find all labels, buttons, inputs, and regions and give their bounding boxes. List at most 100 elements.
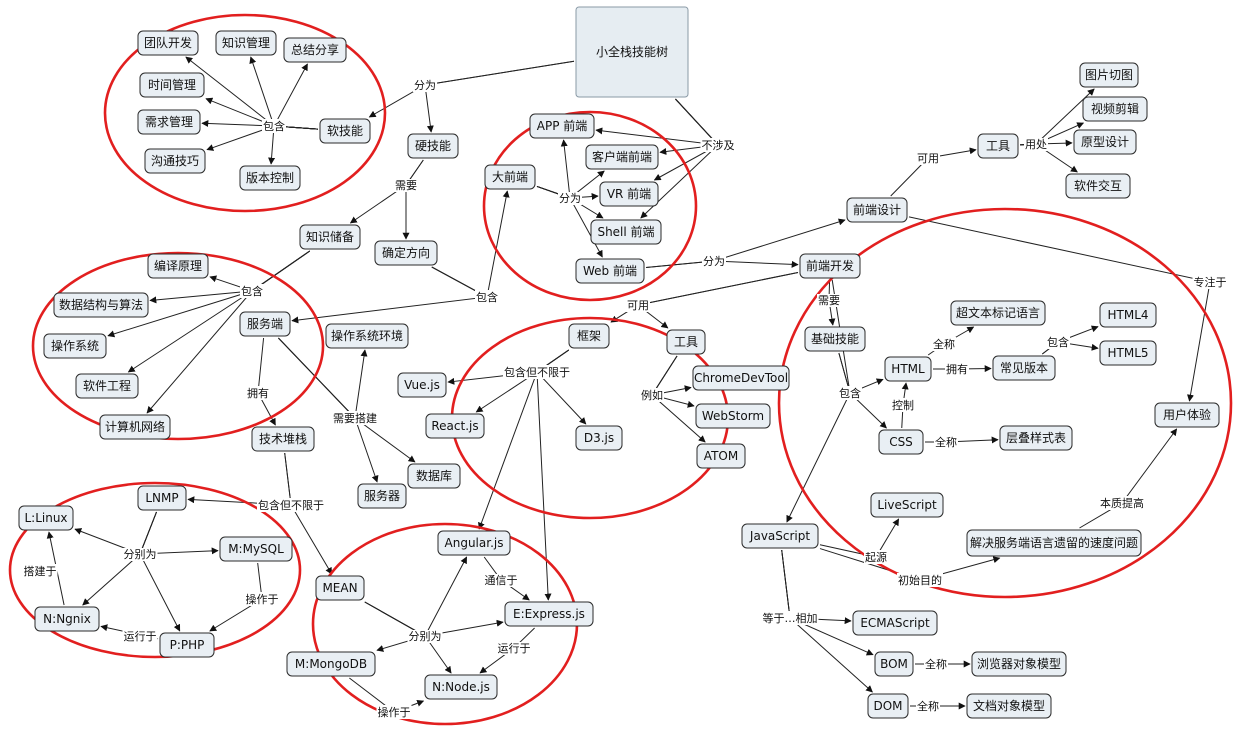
edge-label-text: 包含	[476, 290, 498, 304]
edge-label-text: 包含但不限于	[504, 365, 570, 379]
node-llinux[interactable]: L:Linux	[18, 505, 74, 531]
edge-label-bg	[332, 411, 378, 425]
edge-label-can_use2: 可用	[626, 299, 650, 312]
node-basic-skill[interactable]: 基础技能	[804, 326, 866, 352]
node-speed-problem[interactable]: 解决服务端语言遗留的速度问题	[966, 529, 1142, 557]
node-comm-skill[interactable]: 沟通技巧	[144, 148, 206, 174]
node-hard-skill[interactable]: 硬技能	[407, 133, 459, 159]
node-vr-frontend[interactable]: VR 前端	[599, 181, 659, 207]
node-os[interactable]: 操作系统	[43, 333, 107, 359]
node-html5[interactable]: HTML5	[1099, 340, 1157, 366]
node-label: VR 前端	[607, 186, 651, 201]
node-compiler[interactable]: 编译原理	[147, 253, 209, 279]
node-ecmascript[interactable]: ECMAScript	[852, 610, 938, 636]
node-box	[529, 113, 595, 139]
node-dom-full[interactable]: 文档对象模型	[966, 693, 1052, 719]
node-fe-design[interactable]: 前端设计	[846, 197, 908, 223]
node-database[interactable]: 数据库	[407, 463, 461, 489]
node-lnmp[interactable]: LNMP	[137, 485, 187, 511]
node-box	[283, 37, 347, 63]
edge-label-text: 全称	[917, 699, 939, 713]
node-nngnix[interactable]: N:Ngnix	[34, 606, 100, 632]
node-os-env[interactable]: 操作系统环境	[325, 323, 409, 349]
edge-label-bg	[475, 290, 499, 304]
edge-label-bg	[22, 564, 58, 578]
node-mongodb[interactable]: M:MongoDB	[286, 651, 376, 677]
node-pphp[interactable]: P:PHP	[159, 632, 215, 658]
edge-label-full_name2: 全称	[934, 435, 958, 449]
node-framework[interactable]: 框架	[568, 323, 610, 349]
node-hypertext[interactable]: 超文本标记语言	[950, 300, 1046, 326]
node-img-cut[interactable]: 图片切图	[1079, 62, 1139, 88]
node-server[interactable]: 服务器	[357, 483, 407, 509]
node-knowledge-mgmt[interactable]: 知识管理	[215, 30, 277, 56]
edge-label-bg	[934, 435, 958, 449]
node-webstorm[interactable]: WebStorm	[695, 403, 771, 429]
node-box	[34, 606, 100, 632]
node-cascading[interactable]: 层叠样式表	[999, 425, 1073, 451]
node-knowledge-reserve[interactable]: 知识储备	[299, 224, 361, 250]
edge-label-bg	[817, 294, 841, 307]
node-prototype[interactable]: 原型设计	[1073, 129, 1137, 155]
node-server-side[interactable]: 服务端	[239, 311, 291, 337]
node-mean[interactable]: MEAN	[315, 575, 365, 601]
node-req-mgmt[interactable]: 需求管理	[137, 109, 201, 135]
node-versions[interactable]: 常见版本	[992, 355, 1056, 381]
edge-label-split2: 分为	[558, 192, 582, 205]
node-sw-interact[interactable]: 软件交互	[1065, 173, 1131, 199]
node-angularjs[interactable]: Angular.js	[437, 530, 511, 556]
node-label: 知识储备	[306, 229, 354, 244]
node-time-mgmt[interactable]: 时间管理	[139, 72, 205, 98]
node-version-ctrl[interactable]: 版本控制	[239, 165, 301, 191]
edge-label-text: 分别为	[124, 548, 157, 561]
node-ds-algo[interactable]: 数据结构与算法	[53, 292, 149, 318]
node-ux[interactable]: 用户体验	[1154, 402, 1220, 428]
node-box	[804, 326, 866, 352]
node-atom[interactable]: ATOM	[696, 443, 746, 469]
node-css[interactable]: CSS	[878, 429, 924, 455]
node-big-frontend[interactable]: 大前端	[484, 164, 536, 190]
node-team-dev[interactable]: 团队开发	[137, 30, 199, 56]
node-box	[137, 485, 187, 511]
node-root[interactable]: 小全栈技能树	[575, 6, 689, 98]
edge-label-bg	[1024, 138, 1048, 151]
node-nodejs[interactable]: N:Node.js	[424, 674, 498, 700]
node-javascript[interactable]: JavaScript	[741, 523, 819, 549]
node-label: 超文本标记语言	[956, 305, 1040, 320]
node-html4[interactable]: HTML4	[1099, 302, 1157, 328]
node-html[interactable]: HTML	[884, 356, 932, 382]
node-label: 确定方向	[382, 245, 430, 260]
node-label: 用户体验	[1163, 407, 1211, 422]
edge-server_side-to-tech_stack	[257, 337, 276, 426]
node-shell-frontend[interactable]: Shell 前端	[590, 219, 662, 245]
node-box	[357, 483, 407, 509]
node-tools2[interactable]: 工具	[666, 329, 706, 355]
node-web-frontend[interactable]: Web 前端	[575, 258, 645, 284]
node-d3js[interactable]: D3.js	[575, 425, 623, 451]
node-bom[interactable]: BOM	[874, 651, 914, 677]
node-mmysql[interactable]: M:MySQL	[219, 536, 293, 562]
node-networks[interactable]: 计算机网络	[99, 414, 171, 440]
node-bom-full[interactable]: 浏览器对象模型	[971, 651, 1067, 677]
node-label: 文档对象模型	[973, 698, 1045, 713]
node-sw-eng[interactable]: 软件工程	[75, 373, 139, 399]
node-tech-stack[interactable]: 技术堆栈	[251, 426, 315, 452]
node-reactjs[interactable]: React.js	[425, 413, 485, 439]
node-tools[interactable]: 工具	[977, 133, 1019, 159]
node-direction[interactable]: 确定方向	[374, 240, 438, 266]
edge-label-bg	[483, 574, 519, 587]
node-vuejs[interactable]: Vue.js	[397, 372, 447, 398]
node-dom[interactable]: DOM	[867, 693, 909, 719]
node-express[interactable]: E:Express.js	[504, 601, 594, 627]
node-label: BOM	[880, 657, 908, 671]
node-video-edit[interactable]: 视频剪辑	[1082, 96, 1148, 122]
node-app-frontend[interactable]: APP 前端	[529, 113, 595, 139]
edge-speed_problem-to-ux	[1079, 428, 1178, 529]
node-chrome[interactable]: ChromeDevTool	[692, 365, 790, 391]
node-fe-dev[interactable]: 前端开发	[799, 253, 861, 279]
node-livescript[interactable]: LiveScript	[870, 492, 944, 518]
node-label: ChromeDevTool	[694, 371, 788, 385]
node-client-frontend[interactable]: 客户端前端	[585, 144, 659, 170]
node-summary-share[interactable]: 总结分享	[283, 37, 347, 63]
node-soft-skill[interactable]: 软技能	[319, 118, 371, 144]
